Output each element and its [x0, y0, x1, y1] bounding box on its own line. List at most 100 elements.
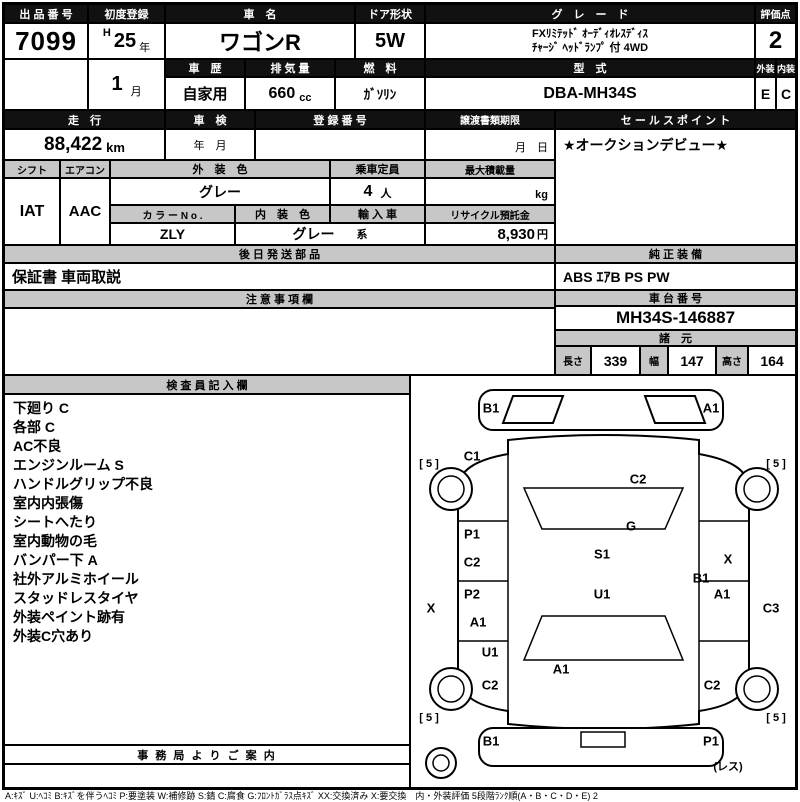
- front-light-left-shape: [501, 395, 565, 424]
- displacement-header: 排 気 量: [245, 59, 335, 77]
- int-color-header: 内 装 色: [235, 205, 330, 223]
- aircon-value: AAC: [60, 178, 110, 245]
- windshield-shape: [522, 487, 685, 530]
- notes-header: 注 意 事 項 欄: [4, 290, 555, 308]
- specs-header: 諸 元: [555, 330, 796, 346]
- inspector-note-line: エンジンルーム S: [13, 457, 124, 473]
- office-area: [4, 764, 410, 788]
- color-no-value: ZLY: [110, 223, 235, 245]
- damage-marker: [ 5 ]: [419, 458, 439, 470]
- capacity-unit: 人: [380, 188, 392, 200]
- damage-marker: A1: [702, 400, 720, 416]
- capacity-header: 乗車定員: [330, 160, 425, 178]
- inspector-note-line: 室内動物の毛: [13, 533, 97, 549]
- damage-diagram: B1 A1 [ 5 ] C1 C2 [ 5 ] P1 G C2 S1 X B1 …: [410, 375, 796, 788]
- damage-marker: C1: [463, 448, 481, 464]
- first-reg-month: 1 月: [88, 59, 165, 110]
- first-reg-month-value: 1: [111, 73, 123, 95]
- first-reg-era: H: [102, 27, 111, 39]
- model-value: DBA-MH34S: [425, 77, 755, 110]
- score-header: 評価点: [755, 4, 796, 23]
- inspector-header: 検 査 員 記 入 欄: [4, 375, 410, 394]
- damage-marker: B1: [692, 570, 710, 586]
- int-color-name: グレー: [292, 226, 335, 242]
- mileage-number: 88,422: [44, 133, 103, 155]
- inspector-note-line: ハンドルグリップ不良: [13, 476, 153, 492]
- grade-line1: FXﾘﾐﾃｯﾄﾞ ｵｰﾃﾞｨｵﾚｽﾃﾞｨｽ: [531, 28, 649, 40]
- damage-marker: P1: [464, 526, 480, 542]
- car-name-header: 車 名: [165, 4, 355, 23]
- first-reg-header: 初度登録: [88, 4, 165, 23]
- genuine-equip-header: 純 正 装 備: [555, 245, 796, 263]
- grade-line2: ﾁｬｰｼﾞ ﾍｯﾄﾞﾗﾝﾌﾟ 付 4WD: [531, 42, 649, 54]
- damage-marker: C2: [703, 677, 721, 693]
- import-car-header: 輸 入 車: [330, 205, 425, 223]
- exhibit-no-header: 出 品 番 号: [4, 4, 88, 23]
- door-shape-header: ドア形状: [355, 4, 425, 23]
- inspector-note-line: 室内内張傷: [13, 495, 83, 511]
- int-color-value: グレー 系: [235, 223, 425, 245]
- notes-value: [4, 308, 555, 375]
- chassis-value: MH34S-146887: [555, 306, 796, 330]
- front-bumper-shape: [478, 389, 724, 431]
- spec-width-label: 幅: [640, 346, 668, 375]
- damage-marker: [ 5 ]: [419, 712, 439, 724]
- capacity-number: 4: [363, 182, 373, 200]
- damage-marker: U1: [481, 644, 499, 660]
- grade-header: グ レ ー ド: [425, 4, 755, 23]
- reg-no-value: [255, 129, 425, 160]
- inspector-note-line: 外装C穴あり: [13, 628, 94, 644]
- history-value: 自家用: [165, 77, 245, 110]
- interior-grade-value: C: [776, 77, 796, 110]
- exhibit-no-empty: [4, 59, 88, 110]
- inspection-header: 車 検: [165, 110, 255, 129]
- car-outline-svg: [425, 389, 779, 779]
- damage-marker: [ 5 ]: [766, 712, 786, 724]
- mileage-header: 走 行: [4, 110, 165, 129]
- damage-marker: (レス): [713, 761, 743, 773]
- damage-marker: C3: [762, 600, 780, 616]
- office-header: 事 務 局 よ り ご 案 内: [4, 745, 410, 764]
- first-reg-month-unit: 月: [130, 86, 142, 98]
- first-reg-year: H 25 年: [88, 23, 165, 59]
- inspector-note-line: 各部 C: [13, 419, 55, 435]
- damage-marker: P1: [703, 733, 719, 749]
- exhibit-no-value: 7099: [4, 23, 88, 59]
- max-load-unit: kg: [535, 189, 548, 201]
- genuine-equip-value: ABS ｴｱB PS PW: [555, 263, 796, 290]
- wheel-rear-right: [735, 667, 779, 711]
- spec-length-label: 長さ: [555, 346, 591, 375]
- inspector-note-line: シートへたり: [13, 514, 97, 530]
- recycle-unit: 円: [537, 229, 548, 241]
- inspector-note-line: 下廻り C: [13, 400, 69, 416]
- front-light-right-shape: [643, 395, 707, 424]
- transfer-deadline-value: 月 日: [425, 129, 555, 160]
- spec-height-label: 高さ: [716, 346, 748, 375]
- later-parts-value: 保証書 車両取説: [4, 263, 555, 290]
- inspector-note-line: AC不良: [13, 438, 62, 454]
- reg-no-header: 登 録 番 号: [255, 110, 425, 129]
- license-plate-shape: [580, 731, 626, 748]
- damage-marker: [ 5 ]: [766, 458, 786, 470]
- car-name-value: ワゴンR: [165, 23, 355, 59]
- shift-header: シフト: [4, 160, 60, 178]
- recycle-value: 8,930 円: [425, 223, 555, 245]
- fuel-value: ｶﾞｿﾘﾝ: [335, 77, 425, 110]
- inspector-note-line: スタッドレスタイヤ: [13, 590, 139, 606]
- spec-width-value: 147: [668, 346, 716, 375]
- exterior-grade-value: E: [755, 77, 776, 110]
- max-load-value: kg: [425, 178, 555, 205]
- damage-marker: C2: [463, 554, 481, 570]
- wheel-front-left: [429, 467, 473, 511]
- damage-marker: C2: [481, 677, 499, 693]
- spec-height-value: 164: [748, 346, 796, 375]
- interior-grade-header: 内装: [776, 59, 796, 77]
- mileage-unit: km: [106, 140, 125, 155]
- inspection-value: 年 月: [165, 129, 255, 160]
- damage-marker: A1: [713, 586, 731, 602]
- max-load-header: 最大積載量: [425, 160, 555, 178]
- capacity-value: 4 人: [330, 178, 425, 205]
- displacement-value: 660 cc: [245, 77, 335, 110]
- wheel-front-right: [735, 467, 779, 511]
